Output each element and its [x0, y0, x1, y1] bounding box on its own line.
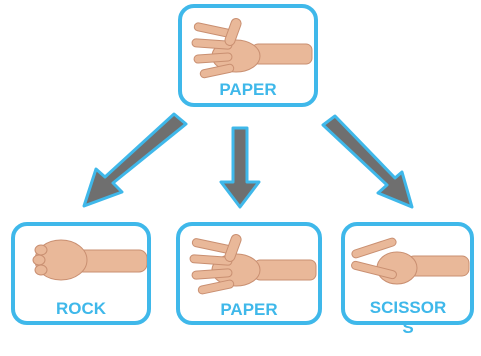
arrow-to-rock — [84, 114, 186, 206]
scissors-card: SCISSORS — [341, 222, 474, 325]
arrow-to-paper — [221, 128, 259, 207]
paper-card: PAPER — [176, 222, 322, 325]
paper-label: PAPER — [180, 300, 318, 320]
top-paper-card: PAPER — [178, 4, 318, 107]
arrow-to-scissors — [323, 116, 412, 207]
rock-label: ROCK — [15, 299, 147, 319]
top-card-label: PAPER — [182, 80, 314, 100]
scissors-label: SCISSORS — [367, 298, 449, 338]
rock-card: ROCK — [11, 222, 151, 325]
